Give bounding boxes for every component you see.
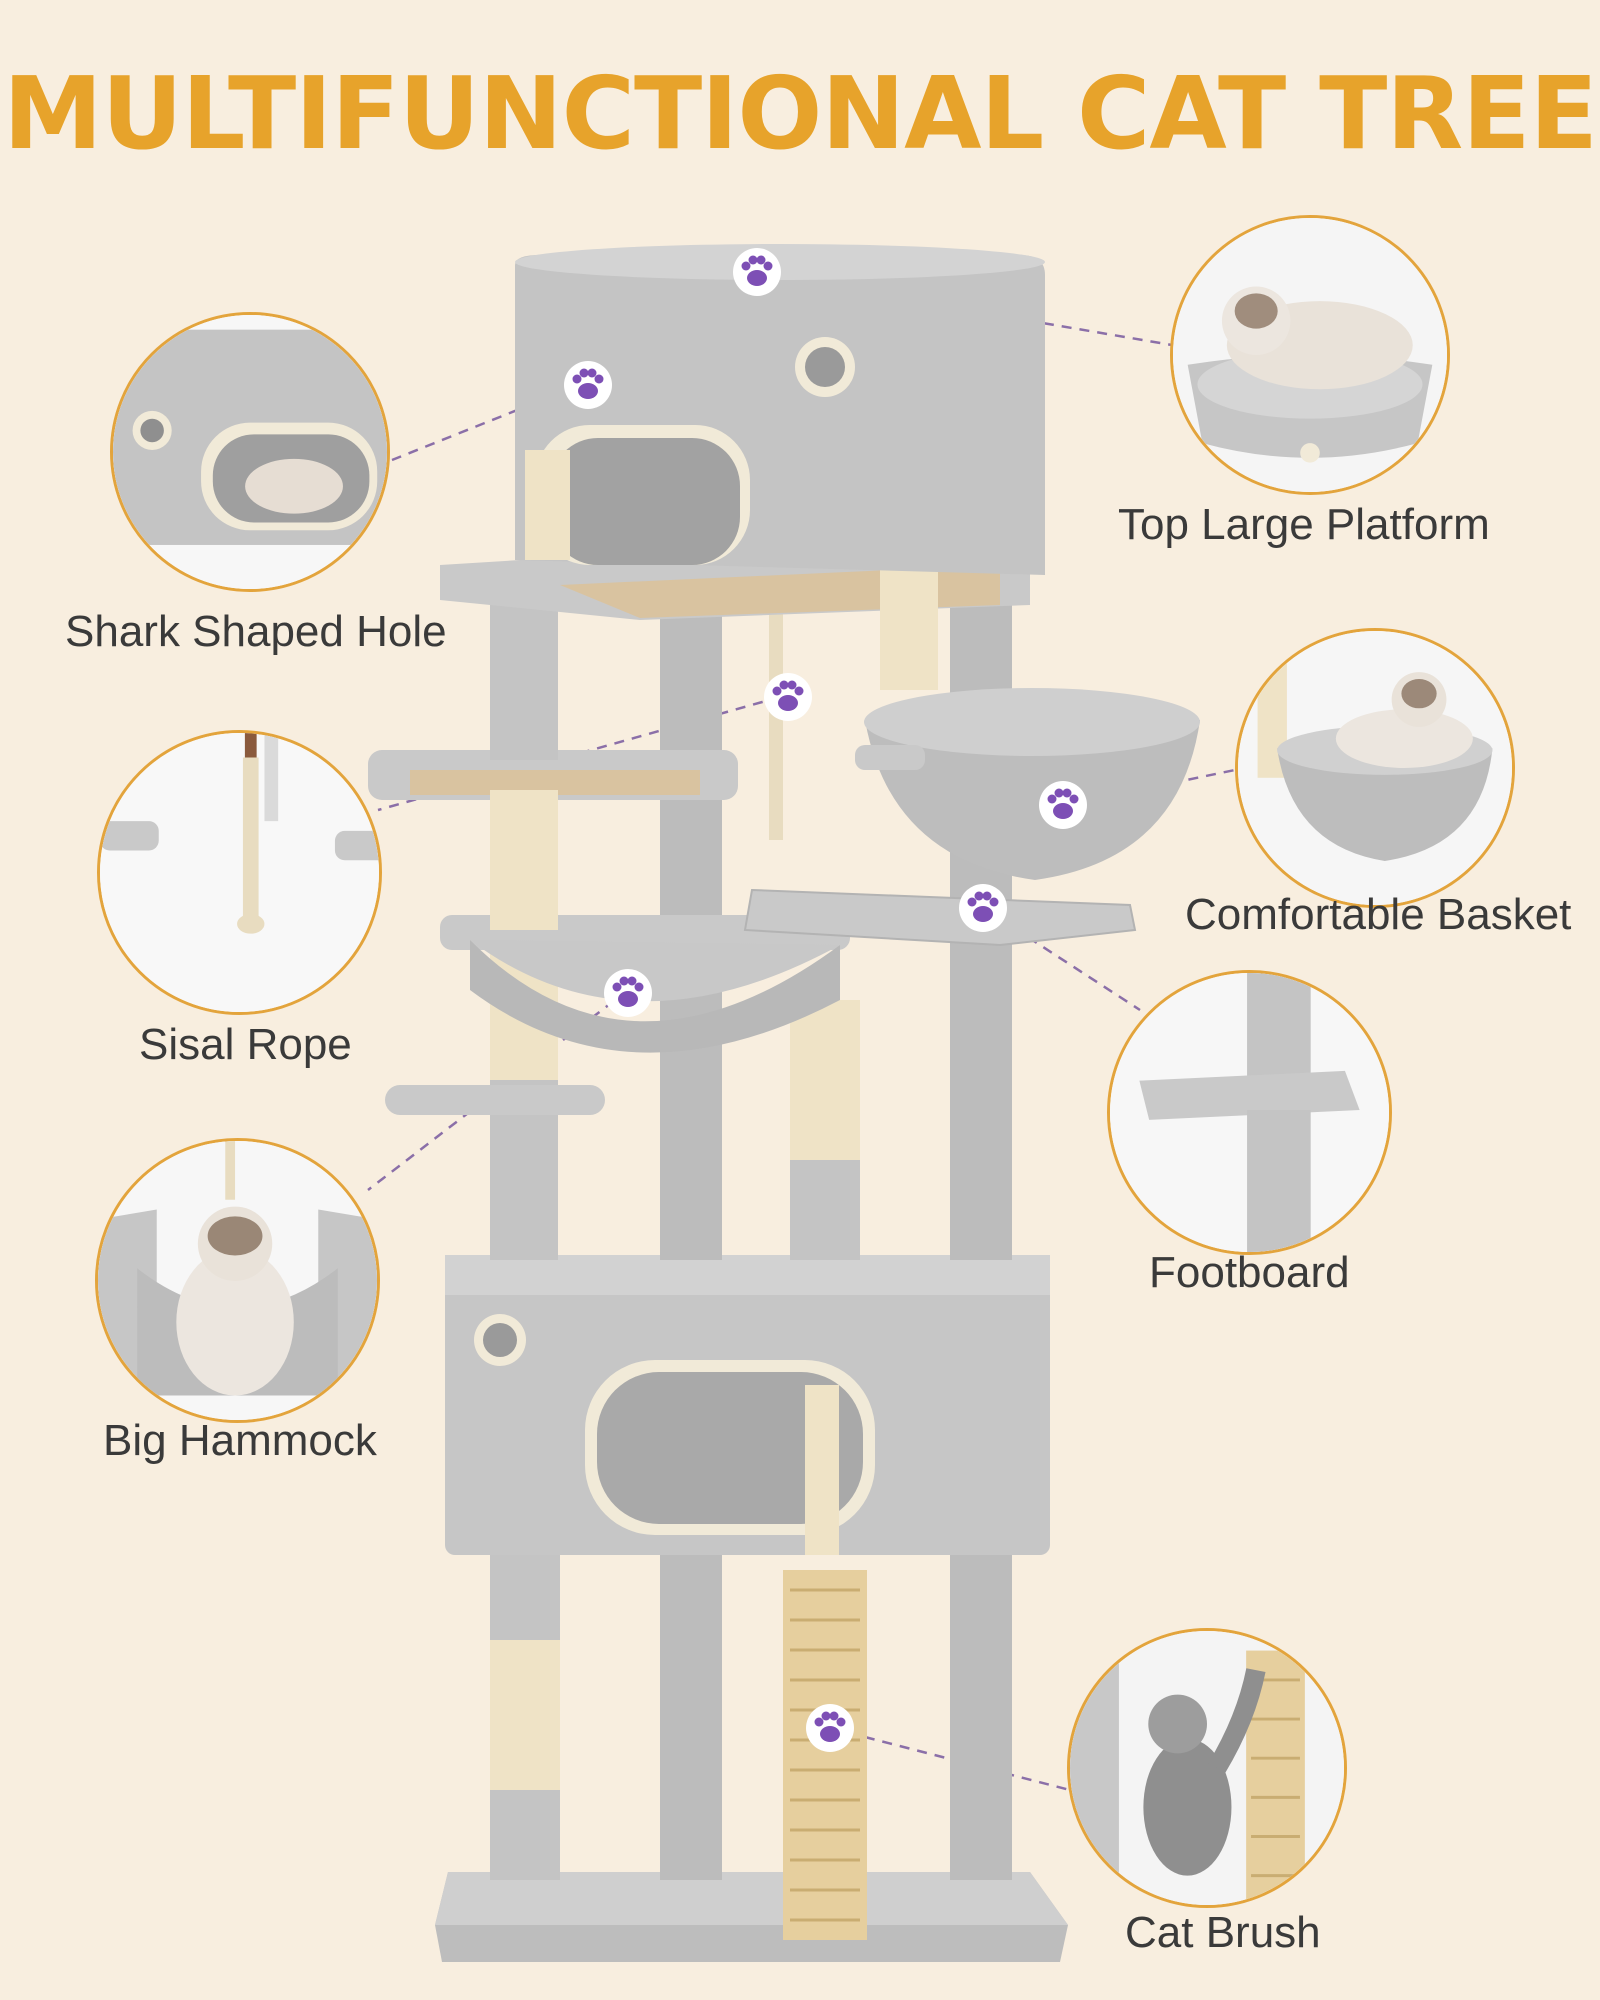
callout-line-footboard xyxy=(982,906,1141,1012)
feature-photo-shark-hole xyxy=(110,312,390,592)
feature-photo-sisal-rope xyxy=(97,730,382,1015)
paw-marker-shark-hole xyxy=(564,361,612,409)
page-title: MULTIFUNCTIONAL CAT TREE xyxy=(3,55,1598,172)
basket-bowl xyxy=(865,710,1200,880)
hammock xyxy=(470,940,840,1053)
paw-marker-hammock xyxy=(604,969,652,1017)
post-lower-mid xyxy=(660,1530,722,1880)
feature-label-shark-hole: Shark Shaped Hole xyxy=(65,607,447,656)
feature-label-hammock: Big Hammock xyxy=(103,1416,377,1465)
feature-photo-footboard xyxy=(1107,970,1392,1255)
paw-marker-top-platform xyxy=(733,248,781,296)
paw-marker-sisal-rope xyxy=(764,673,812,721)
paw-marker-footboard xyxy=(959,884,1007,932)
feature-photo-basket xyxy=(1235,628,1515,908)
callout-line-top-platform xyxy=(759,273,1173,347)
feature-photo-cat-brush xyxy=(1067,1628,1347,1908)
feature-label-top-platform: Top Large Platform xyxy=(1118,500,1490,549)
callout-line-cat-brush xyxy=(829,1726,1071,1792)
footboard-left xyxy=(385,1085,605,1115)
paw-marker-cat-brush xyxy=(806,1704,854,1752)
paw-marker-basket xyxy=(1039,781,1087,829)
feature-photo-top-platform xyxy=(1170,215,1450,495)
footboard-right xyxy=(745,890,1135,945)
cat-brush-post xyxy=(783,1570,867,1940)
feature-label-basket: Comfortable Basket xyxy=(1185,890,1572,939)
feature-photo-hammock xyxy=(95,1138,380,1423)
feature-label-footboard: Footboard xyxy=(1149,1248,1350,1297)
feature-label-cat-brush: Cat Brush xyxy=(1125,1908,1321,1957)
callout-line-basket xyxy=(1064,768,1236,807)
feature-label-sisal-rope: Sisal Rope xyxy=(139,1020,352,1069)
post-lower-right xyxy=(950,1530,1012,1880)
